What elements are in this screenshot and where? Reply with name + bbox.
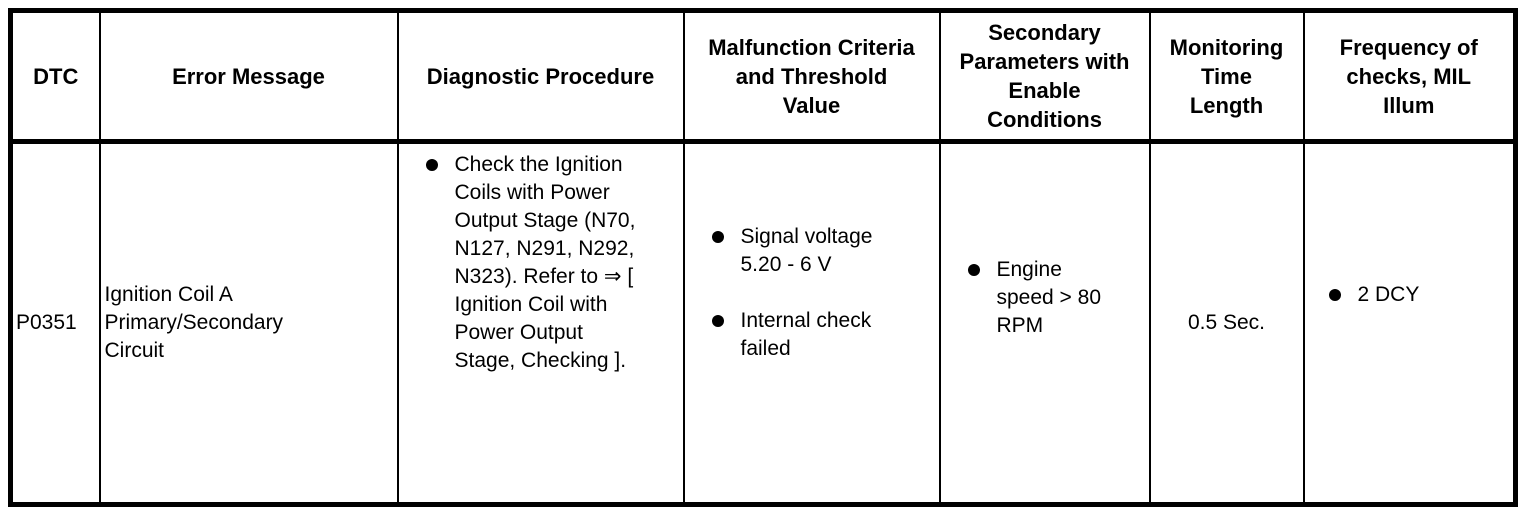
list-item: Engine speed > 80 RPM xyxy=(942,256,1148,340)
cell-error-message: Ignition Coil A Primary/Secondary Circui… xyxy=(98,140,399,506)
diagnostic-procedure-list: Check the Ignition Coils with Power Outp… xyxy=(400,151,682,375)
header-dtc: DTC xyxy=(9,9,101,144)
bullet-icon xyxy=(711,315,724,327)
header-malfunction-criteria: Malfunction Criteria and Threshold Value xyxy=(682,9,941,144)
parameter-text: Engine speed > 80 RPM xyxy=(996,258,1102,337)
bullet-icon xyxy=(1328,289,1341,301)
cell-monitoring-time: 0.5 Sec. xyxy=(1148,140,1305,506)
cell-frequency-of-checks: 2 DCY xyxy=(1302,140,1517,506)
header-frequency-of-checks: Frequency of checks, MIL Illum xyxy=(1302,9,1517,144)
cell-diagnostic-procedure: Check the Ignition Coils with Power Outp… xyxy=(396,140,685,506)
header-monitoring-time: Monitoring Time Length xyxy=(1148,9,1305,144)
header-error-message: Error Message xyxy=(98,9,399,144)
error-message-text: Ignition Coil A Primary/Secondary Circui… xyxy=(104,283,284,362)
dtc-code: P0351 xyxy=(16,311,77,334)
cell-secondary-parameters: Engine speed > 80 RPM xyxy=(938,140,1151,506)
dtc-table: DTC Error Message Diagnostic Procedure M… xyxy=(8,8,1518,507)
header-secondary-parameters: Secondary Parameters with Enable Conditi… xyxy=(938,9,1151,144)
list-item: Check the Ignition Coils with Power Outp… xyxy=(400,151,682,375)
list-item: 2 DCY xyxy=(1306,281,1514,309)
list-item: Signal voltage 5.20 - 6 V xyxy=(686,223,938,279)
document-page: DTC Error Message Diagnostic Procedure M… xyxy=(8,8,1518,507)
table-row: P0351 Ignition Coil A Primary/Secondary … xyxy=(9,140,1517,506)
criterion-text: Signal voltage 5.20 - 6 V xyxy=(740,225,873,276)
header-row: DTC Error Message Diagnostic Procedure M… xyxy=(9,9,1517,144)
malfunction-criteria-list: Signal voltage 5.20 - 6 V Internal check… xyxy=(686,223,938,363)
list-item: Internal check failed xyxy=(686,307,938,363)
diagnostic-step-text: Check the Ignition Coils with Power Outp… xyxy=(454,153,636,372)
bullet-icon xyxy=(425,159,438,171)
header-diagnostic-procedure: Diagnostic Procedure xyxy=(396,9,685,144)
criterion-text: Internal check failed xyxy=(740,309,872,360)
cell-malfunction-criteria: Signal voltage 5.20 - 6 V Internal check… xyxy=(682,140,941,506)
cell-dtc: P0351 xyxy=(9,140,101,506)
secondary-parameters-list: Engine speed > 80 RPM xyxy=(942,256,1148,340)
bullet-icon xyxy=(711,231,724,243)
frequency-text: 2 DCY xyxy=(1357,283,1420,306)
monitoring-time-text: 0.5 Sec. xyxy=(1187,311,1266,334)
frequency-list: 2 DCY xyxy=(1306,281,1514,309)
bullet-icon xyxy=(967,264,980,276)
